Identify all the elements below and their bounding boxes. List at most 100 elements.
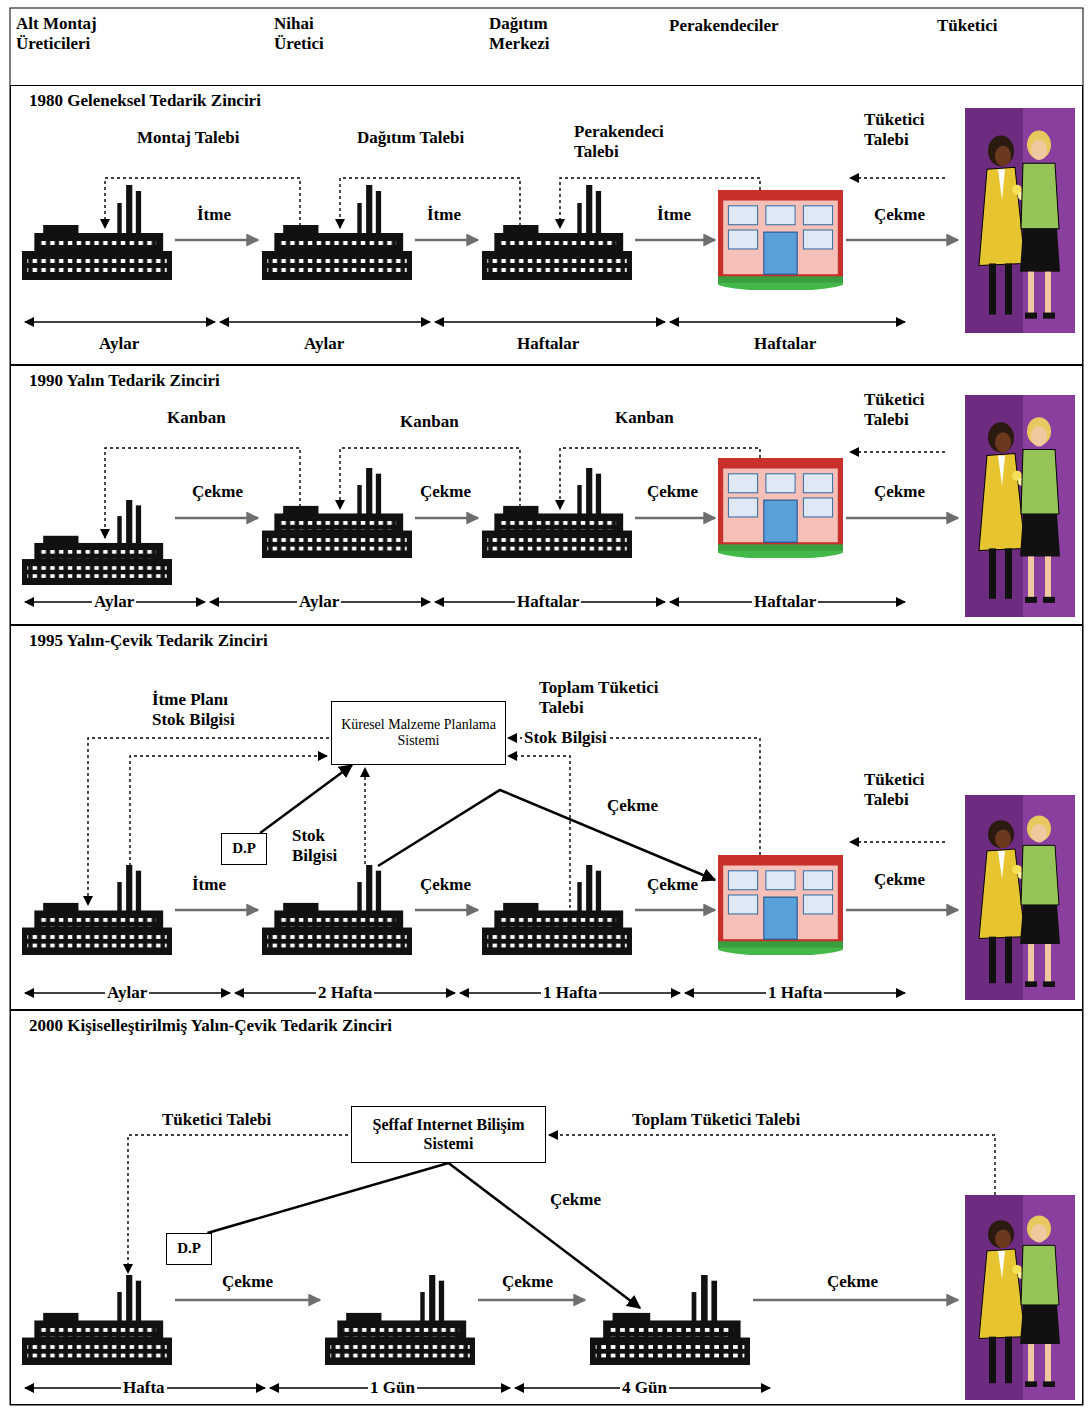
flow-label: Çekme [500, 1272, 555, 1292]
flow-arrow [415, 517, 478, 520]
flow-label: Çekme [645, 875, 700, 895]
lead-time: Aylar [302, 334, 346, 354]
retail-icon [716, 190, 845, 291]
total-demand-line [508, 738, 760, 855]
lead-time: Aylar [297, 592, 341, 612]
column-header: Dağıtım Merkezi [487, 14, 571, 53]
lead-time: Haftalar [515, 592, 581, 612]
flow-arrow [846, 909, 958, 912]
consumer-icon [965, 795, 1075, 1000]
lead-time: 1 Hafta [766, 983, 824, 1003]
flow-arrow [635, 239, 715, 242]
planning-system-box: Küresel Malzeme Planlama Sistemi [331, 701, 506, 765]
factory-icon [22, 865, 172, 955]
demand-label: Tüketici Talebi [862, 770, 961, 809]
flow-label: Çekme [605, 796, 660, 816]
column-header: Alt Montaj Üreticileri [14, 14, 138, 53]
lead-time: Haftalar [752, 592, 818, 612]
demand-line [128, 1135, 348, 1273]
factory-icon [482, 468, 632, 558]
box-text: D.P [177, 1240, 201, 1257]
lead-time: Hafta [121, 1378, 167, 1398]
factory-icon [262, 865, 412, 955]
lead-time: 4 Gün [620, 1378, 669, 1398]
box-text: Şeffaf Internet Bilişim Sistemi [360, 1116, 537, 1153]
factory-icon [22, 1275, 172, 1365]
lead-time: 1 Gün [368, 1378, 417, 1398]
connector [260, 765, 352, 833]
retail-icon [716, 855, 845, 956]
demand-line [850, 841, 945, 842]
lead-time: Aylar [92, 592, 136, 612]
flow-arrow [846, 239, 958, 242]
flow-arrow [175, 517, 258, 520]
flow-label: Çekme [872, 482, 927, 502]
flow-label: İtme [655, 205, 693, 225]
consumer-icon [965, 395, 1075, 617]
lead-time: 1 Hafta [541, 983, 599, 1003]
flow-label: Çekme [548, 1190, 603, 1210]
panel-title: 1990 Yalın Tedarik Zinciri [29, 371, 220, 391]
connector [207, 1163, 448, 1233]
demand-line [850, 177, 945, 178]
column-header: Perakendeciler [667, 16, 781, 36]
kanban-line [560, 448, 760, 509]
retail-icon [716, 458, 845, 559]
box-text: D.P [232, 840, 256, 857]
demand-label: Montaj Talebi [135, 128, 242, 148]
flow-arrow [846, 517, 958, 520]
demand-label: Tüketici Talebi [160, 1110, 273, 1130]
demand-label: Tüketici Talebi [862, 390, 961, 429]
flow-label: Çekme [418, 482, 473, 502]
demand-label: Perakendeci Talebi [572, 122, 701, 161]
factory-icon [22, 500, 172, 585]
kanban-label: Kanban [613, 408, 676, 428]
kanban-label: Kanban [165, 408, 228, 428]
flow-label: Çekme [220, 1272, 275, 1292]
dp-box: D.P [166, 1233, 212, 1265]
factory-icon [482, 865, 632, 955]
column-header: Tüketici [935, 16, 999, 36]
flow-arrow [415, 239, 478, 242]
lead-time: Aylar [97, 334, 141, 354]
pull-arrow [449, 1163, 641, 1308]
kanban-label: Kanban [398, 412, 461, 432]
flow-arrow [635, 909, 715, 912]
info-label: İtme Planı [150, 690, 230, 710]
flow-arrow [175, 909, 258, 912]
factory-icon [482, 185, 632, 280]
flow-label: Çekme [872, 870, 927, 890]
consumer-icon [965, 1195, 1075, 1400]
factory-icon [262, 468, 412, 558]
flow-arrow [478, 1299, 585, 1302]
time-arrow [220, 321, 430, 323]
lead-time: Haftalar [515, 334, 581, 354]
column-header: Nihai Üretici [272, 14, 356, 53]
stock-info-line [508, 756, 570, 908]
demand-line [340, 178, 520, 228]
lead-time: Haftalar [752, 334, 818, 354]
demand-label: Dağıtım Talebi [355, 128, 466, 148]
info-label: Stok Bilgisi [150, 710, 237, 730]
dp-box: D.P [221, 833, 267, 865]
flow-arrow [753, 1299, 958, 1302]
kanban-line [340, 448, 520, 509]
info-label: Stok Bilgisi [290, 826, 356, 865]
total-demand-line [549, 1135, 995, 1195]
time-arrow [670, 321, 905, 323]
demand-line [850, 451, 945, 452]
flow-label: İtme [425, 205, 463, 225]
stock-info-line [364, 768, 365, 864]
demand-label: Toplam Tüketici Talebi [630, 1110, 802, 1130]
box-text: Küresel Malzeme Planlama Sistemi [340, 717, 497, 749]
factory-icon [22, 185, 172, 280]
flow-label: Çekme [645, 482, 700, 502]
factory-icon [262, 185, 412, 280]
pull-arrow [378, 790, 715, 880]
information-system-box: Şeffaf Internet Bilişim Sistemi [351, 1106, 546, 1163]
info-label: Toplam Tüketici Talebi [537, 678, 681, 717]
factory-icon [325, 1275, 475, 1365]
flow-label: İtme [195, 205, 233, 225]
flow-label: Çekme [190, 482, 245, 502]
